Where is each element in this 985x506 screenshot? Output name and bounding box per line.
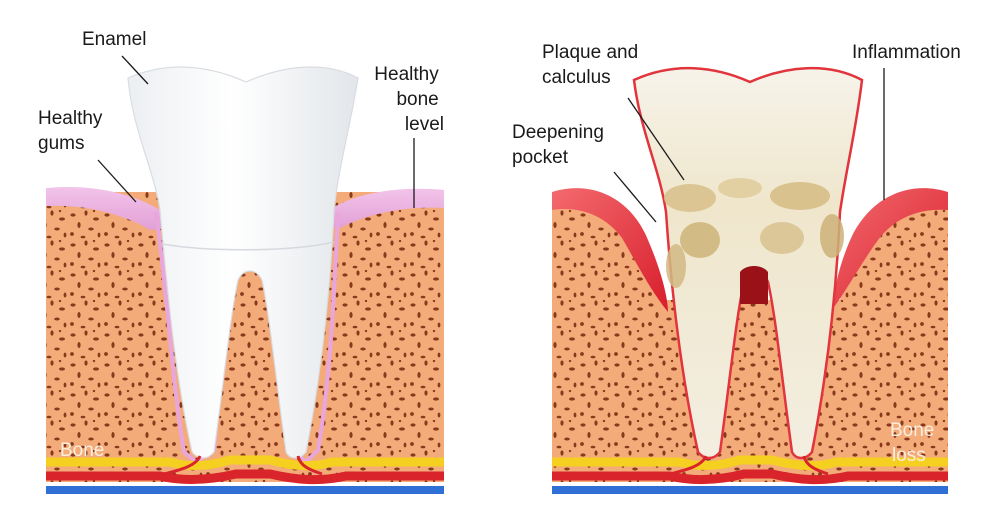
label-deepening-pocket: Deepening pocket	[512, 122, 609, 168]
healthy-panel	[46, 67, 444, 490]
label-enamel: Enamel	[82, 29, 146, 50]
label-inflammation: Inflammation	[852, 42, 961, 63]
label-plaque-and-calculus: Plaque and calculus	[542, 42, 643, 88]
label-healthy-bone-level: Healthy bone level	[374, 64, 444, 135]
label-bone: Bone	[60, 440, 104, 461]
disease-panel	[552, 68, 948, 490]
pulp-exposure	[740, 266, 768, 304]
label-healthy-gums: Healthy gums	[38, 108, 108, 154]
